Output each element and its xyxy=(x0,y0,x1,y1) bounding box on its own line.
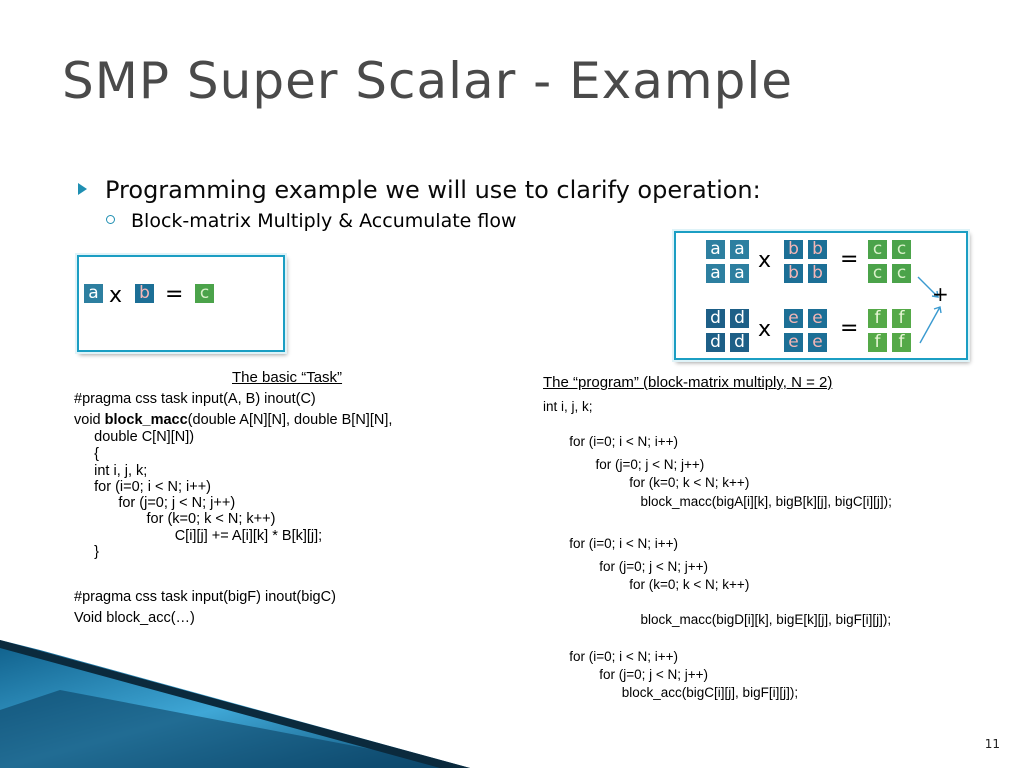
block-a: a xyxy=(706,264,725,283)
block-a: a xyxy=(84,284,103,303)
program-code-line: for (i=0; i < N; i++) xyxy=(543,434,679,449)
task-code-line: int i, j, k; xyxy=(74,463,148,479)
block-a: a xyxy=(730,240,749,259)
block-e: e xyxy=(784,333,803,352)
program-code-line: for (j=0; j < N; j++) xyxy=(543,457,705,472)
block-d: d xyxy=(706,333,725,352)
bullet-ring-icon xyxy=(106,215,115,224)
times-sign: x xyxy=(109,283,123,308)
task-code-line: for (k=0; k < N; k++) xyxy=(74,511,276,527)
task-code-line: { xyxy=(74,446,99,462)
void-block-acc-line: Void block_acc(…) xyxy=(74,610,195,626)
equals-sign: = xyxy=(840,316,859,341)
accumulate-arrows-icon xyxy=(917,276,942,344)
program-code-line: for (j=0; j < N; j++) xyxy=(543,667,709,682)
block-a: a xyxy=(730,264,749,283)
program-code-line: int i, j, k; xyxy=(543,399,593,414)
task-code-line: for (i=0; i < N; i++) xyxy=(74,479,211,495)
bullet-sub: Block-matrix Multiply & Accumulate flow xyxy=(106,210,517,232)
program-code-line: for (j=0; j < N; j++) xyxy=(543,559,709,574)
block-b: b xyxy=(808,240,827,259)
program-code-line: block_macc(bigD[i][k], bigE[k][j], bigF[… xyxy=(543,612,892,627)
block-c: c xyxy=(195,284,214,303)
task-code-line: C[i][j] += A[i][k] * B[k][j]; xyxy=(74,528,323,544)
bullet-sub-text: Block-matrix Multiply & Accumulate flow xyxy=(131,210,517,232)
block-c: c xyxy=(892,240,911,259)
bullet-main-text: Programming example we will use to clari… xyxy=(105,176,761,204)
block-f: f xyxy=(892,309,911,328)
block-f: f xyxy=(868,333,887,352)
block-e: e xyxy=(784,309,803,328)
program-code-line: block_acc(bigC[i][j], bigF[i][j]); xyxy=(543,685,799,700)
void-keyword: void xyxy=(74,412,105,428)
pragma-task-line: #pragma css task input(A, B) inout(C) xyxy=(74,391,316,407)
program-diagram-panel: a a a a x b b b b = c c c c d d d d x e … xyxy=(674,231,968,360)
page-number: 11 xyxy=(984,737,1000,751)
times-sign: x xyxy=(758,317,772,342)
plus-sign: + xyxy=(932,282,949,306)
task-code-line: for (j=0; j < N; j++) xyxy=(74,495,236,511)
block-f: f xyxy=(892,333,911,352)
task-diagram-panel: a x b = c xyxy=(77,255,285,352)
task-code-line: } xyxy=(74,544,99,560)
program-code-line: for (k=0; k < N; k++) xyxy=(543,475,750,490)
decorative-wedge xyxy=(0,640,470,768)
block-f: f xyxy=(868,309,887,328)
program-heading: The “program” (block-matrix multiply, N … xyxy=(543,374,833,391)
equals-sign: = xyxy=(840,247,859,272)
block-d: d xyxy=(730,333,749,352)
block-b: b xyxy=(808,264,827,283)
program-code-line: block_macc(bigA[i][k], bigB[k][j], bigC[… xyxy=(543,494,892,509)
block-d: d xyxy=(730,309,749,328)
task-code-line: double C[N][N]) xyxy=(74,429,195,445)
slide-title: SMP Super Scalar - Example xyxy=(62,52,794,110)
equals-sign: = xyxy=(165,282,184,307)
block-c: c xyxy=(868,264,887,283)
times-sign: x xyxy=(758,248,772,273)
block-e: e xyxy=(808,309,827,328)
block-b: b xyxy=(135,284,154,303)
block-e: e xyxy=(808,333,827,352)
block-b: b xyxy=(784,264,803,283)
function-name: block_macc xyxy=(104,412,188,428)
function-signature: void block_macc(double A[N][N], double B… xyxy=(74,412,392,429)
block-c: c xyxy=(892,264,911,283)
program-code-line: for (i=0; i < N; i++) xyxy=(543,649,679,664)
block-b: b xyxy=(784,240,803,259)
program-code-line: for (i=0; i < N; i++) xyxy=(543,536,679,551)
program-code-line: for (k=0; k < N; k++) xyxy=(543,577,750,592)
block-d: d xyxy=(706,309,725,328)
bullet-main: Programming example we will use to clari… xyxy=(78,176,761,204)
pragma-acc-line: #pragma css task input(bigF) inout(bigC) xyxy=(74,589,336,605)
block-a: a xyxy=(706,240,725,259)
bullet-arrow-icon xyxy=(78,183,87,195)
signature-params: (double A[N][N], double B[N][N], xyxy=(187,412,393,428)
block-c: c xyxy=(868,240,887,259)
task-heading: The basic “Task” xyxy=(232,369,343,386)
